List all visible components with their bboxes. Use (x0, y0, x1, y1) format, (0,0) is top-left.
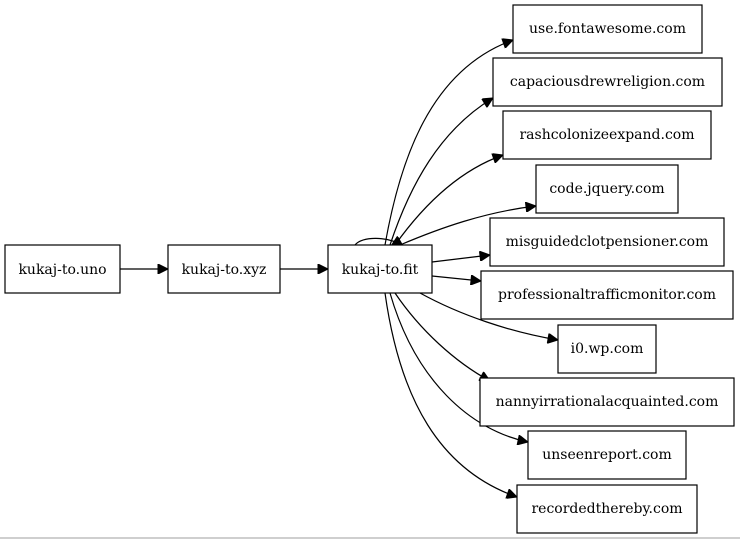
node-label: recordedthereby.com (531, 501, 682, 517)
node-box (480, 270, 734, 320)
edge-fit-to-unseen (389, 292, 528, 442)
node-label: i0.wp.com (571, 341, 644, 357)
node-box (512, 4, 703, 54)
node-box (527, 430, 687, 480)
node-label: kukaj-to.fit (342, 262, 419, 278)
node-capaciousdrewreligion-com: capaciousdrewreligion.com (492, 57, 723, 107)
node-box (502, 110, 712, 160)
node-box (327, 244, 433, 294)
node-kukaj-to-xyz: kukaj-to.xyz (167, 244, 281, 294)
node-label: use.fontawesome.com (529, 21, 686, 37)
node-label: code.jquery.com (549, 181, 664, 197)
node-professionaltrafficmonitor-com: professionaltrafficmonitor.com (480, 270, 734, 320)
node-box (557, 324, 657, 374)
edge-fit-to-capacious (389, 98, 493, 246)
node-box (479, 377, 735, 427)
node-kukaj-to-fit: kukaj-to.fit (327, 244, 433, 294)
node-box (535, 164, 679, 214)
node-kukaj-to-uno: kukaj-to.uno (4, 244, 121, 294)
node-unseenreport-com: unseenreport.com (527, 430, 687, 480)
nodes: kukaj-to.uno kukaj-to.xyz kukaj-to.fit u… (4, 4, 735, 534)
node-use-fontawesome-com: use.fontawesome.com (512, 4, 703, 54)
node-label: rashcolonizeexpand.com (519, 127, 694, 143)
node-box (167, 244, 281, 294)
node-misguidedclotpensioner-com: misguidedclotpensioner.com (489, 217, 725, 267)
edge-fit-to-nanny (394, 292, 490, 381)
edge-fit-to-fontawesome (384, 40, 513, 246)
edge-fit-to-jquery (399, 206, 536, 246)
node-box (4, 244, 121, 294)
node-box (489, 217, 725, 267)
edges (120, 40, 558, 497)
bottom-divider (0, 537, 740, 539)
node-i0-wp-com: i0.wp.com (557, 324, 657, 374)
node-label: kukaj-to.uno (18, 262, 106, 278)
node-code-jquery-com: code.jquery.com (535, 164, 679, 214)
edge-fit-to-wp (419, 292, 558, 340)
edge-fit-to-recorded (384, 292, 517, 497)
node-label: professionaltrafficmonitor.com (498, 287, 716, 303)
node-rashcolonizeexpand-com: rashcolonizeexpand.com (502, 110, 712, 160)
edge-fit-to-professional (431, 276, 481, 281)
node-box (492, 57, 723, 107)
node-recordedthereby-com: recordedthereby.com (516, 484, 698, 534)
node-nannyirrationalacquainted-com: nannyirrationalacquainted.com (479, 377, 735, 427)
node-box (516, 484, 698, 534)
node-label: nannyirrationalacquainted.com (496, 394, 719, 410)
edge-fit-to-misguided (431, 255, 490, 263)
node-label: capaciousdrewreligion.com (510, 74, 705, 90)
node-label: unseenreport.com (542, 447, 672, 463)
node-label: kukaj-to.xyz (182, 262, 267, 278)
edge-fit-to-rashcolonize (394, 155, 503, 246)
node-label: misguidedclotpensioner.com (506, 234, 709, 250)
edge-fit-self-loop (354, 238, 403, 246)
